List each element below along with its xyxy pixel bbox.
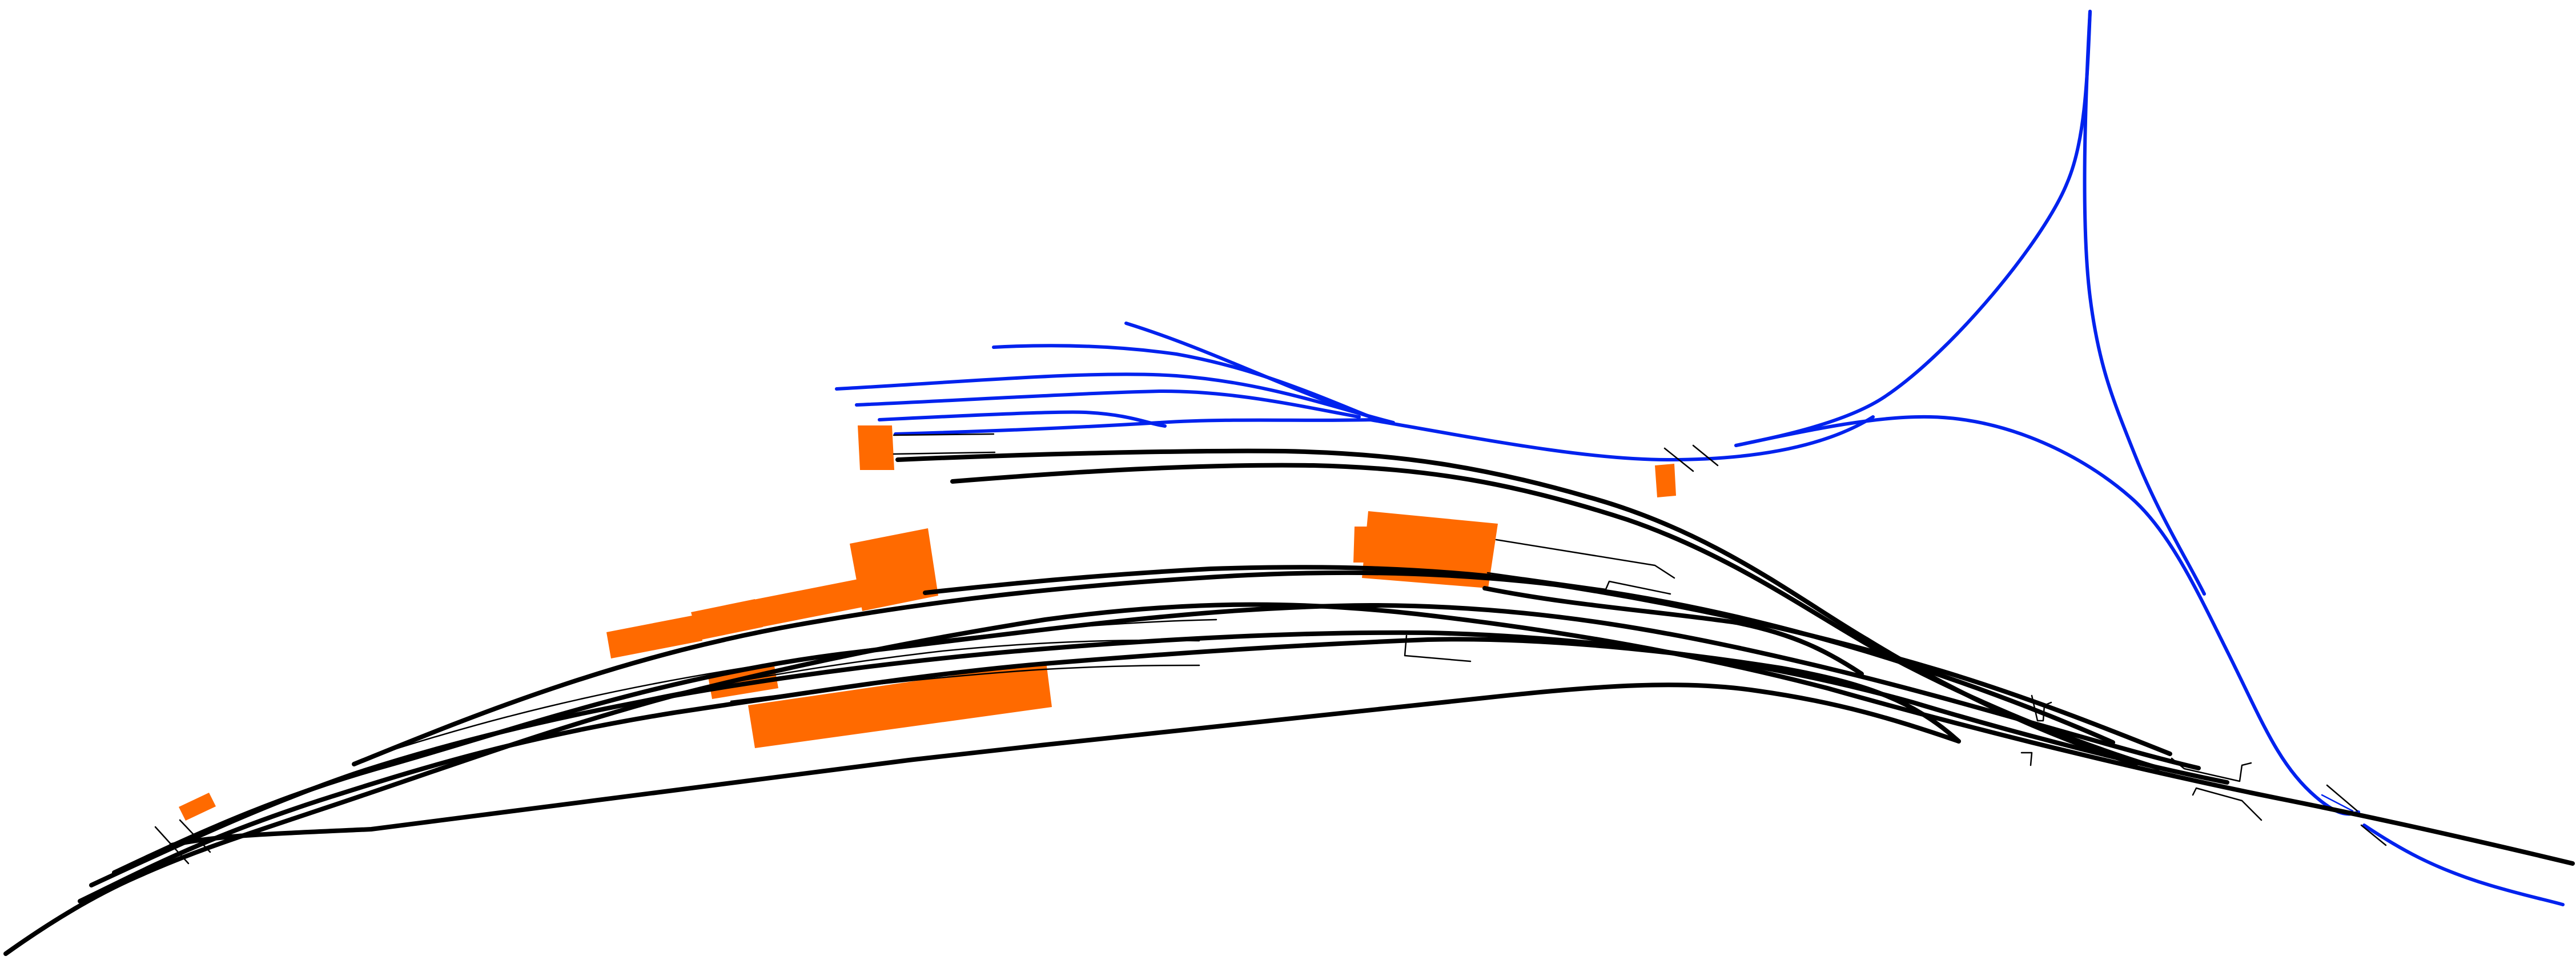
building-signal-hut	[1655, 464, 1676, 497]
blue-track-curve-south	[1734, 415, 2360, 816]
building-depot-annex	[1353, 527, 1372, 563]
building-shed-middle	[691, 599, 763, 640]
black-tracks-layer	[3, 433, 2575, 956]
building-station-tower	[850, 528, 938, 611]
track-thin-upper-1	[893, 433, 995, 436]
building-far-left-hut	[179, 793, 216, 821]
blue-track-spur-2	[855, 389, 1361, 419]
building-shed-left	[606, 614, 702, 658]
track-thin-east-stub-1	[2031, 694, 2052, 722]
blue-track-main-east	[894, 415, 1875, 461]
track-thin-stub-depot	[1404, 634, 1472, 662]
blue-track-spur-5	[1124, 322, 1372, 419]
track-thin-depot-line-2	[1486, 572, 1671, 595]
track-mainline-west-east	[3, 602, 2575, 956]
blue-track-southeast-branch	[2362, 824, 2565, 906]
track-thin-switch-c	[2326, 784, 2358, 812]
track-upper-parallel	[950, 463, 2161, 770]
track-thin-switch-a	[1663, 447, 1694, 472]
track-thin-east-stub-2	[2020, 752, 2033, 766]
track-thin-hut-stub-a	[154, 826, 190, 865]
track-thin-west-siding	[370, 618, 1217, 758]
blue-track-vertical	[2083, 10, 2206, 596]
track-southern-outer	[169, 682, 1961, 847]
building-shed-right	[754, 579, 866, 628]
track-thin-switch-b	[1692, 444, 1719, 467]
track-depot-lead	[1482, 586, 1864, 676]
track-thin-depot-line-1	[1495, 539, 1675, 579]
track-thin-inner-siding	[444, 639, 1200, 746]
blue-track-spur-1	[835, 372, 1395, 424]
blue-track-spur-4	[992, 344, 1372, 419]
buildings-layer	[179, 425, 1676, 821]
blue-track-curve-north	[1734, 10, 2092, 447]
track-upper-siding	[895, 448, 2138, 766]
track-thin-switch-d	[2360, 824, 2387, 846]
blue-track-stub-a	[2321, 794, 2354, 812]
blue-tracks-layer	[835, 10, 2565, 906]
blue-track-spur-3	[878, 410, 1167, 428]
building-block-upper	[858, 425, 894, 470]
track-platform-2	[112, 603, 2201, 875]
track-thin-hut-stub-b	[179, 819, 211, 853]
track-platform-4	[923, 565, 2172, 756]
track-thin-east-stub-3	[2171, 757, 2252, 782]
track-thin-east-stub-4	[2192, 787, 2262, 821]
building-warehouse-long	[748, 662, 1052, 748]
track-thin-east-siding	[730, 664, 1200, 702]
track-thin-upper-2	[893, 451, 996, 455]
